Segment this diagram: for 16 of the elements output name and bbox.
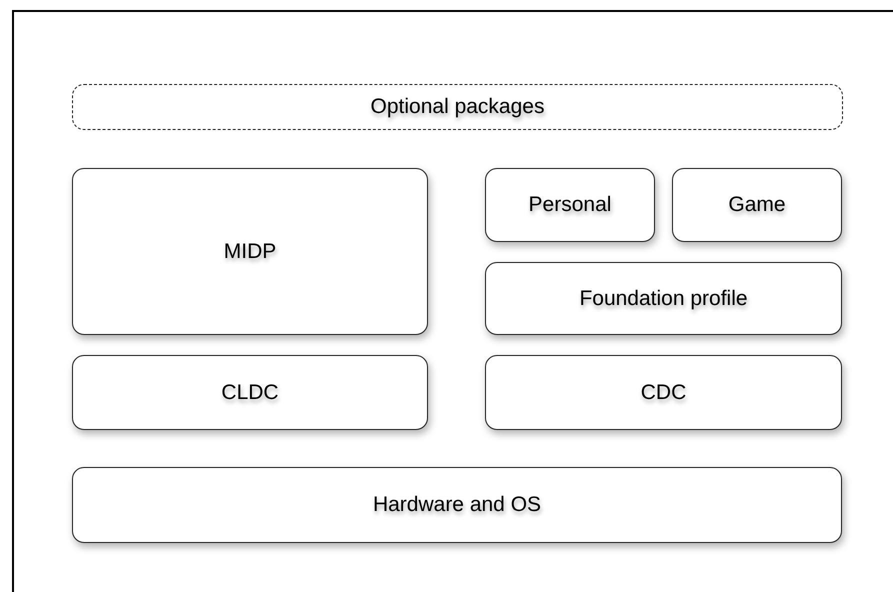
layer-box: [72, 467, 842, 543]
layer-box: [485, 262, 842, 335]
layer-label: CDC: [640, 380, 686, 404]
layer-label: Hardware and OS: [372, 493, 542, 517]
layer-label: Game: [728, 193, 786, 217]
layer-box: [672, 168, 842, 242]
layer-label: Optional packages: [370, 95, 544, 119]
layer-label: Personal: [528, 193, 612, 217]
layer-label: Foundation profile: [579, 286, 748, 310]
layer-box: [72, 168, 428, 335]
layer-label: MIDP: [224, 240, 276, 264]
layer-label: CLDC: [221, 380, 279, 404]
layer-box: [72, 355, 428, 430]
layer-box: [485, 168, 655, 242]
layer-box: [485, 355, 842, 430]
optional-layer-box: [72, 84, 843, 130]
